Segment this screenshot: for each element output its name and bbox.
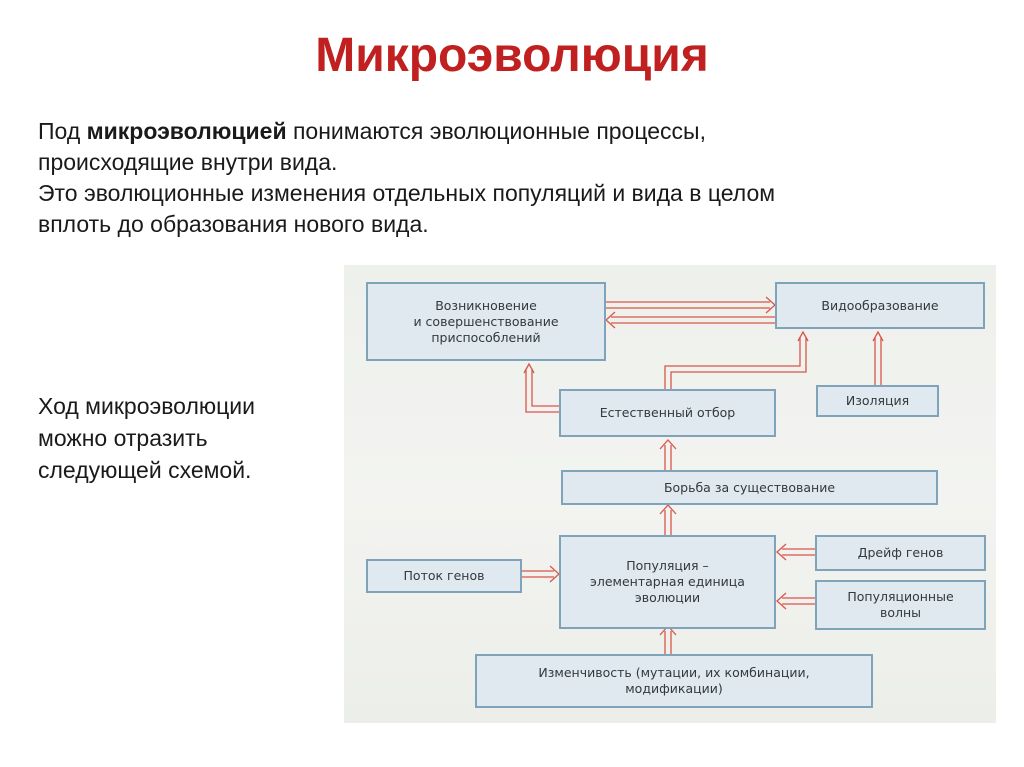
box-population-line-1: Популяция – bbox=[626, 558, 709, 573]
box-adaptation-line-3: приспособлений bbox=[431, 329, 541, 345]
arrow-isolation-speciation bbox=[872, 330, 884, 385]
arrow-adaptation-speciation bbox=[606, 296, 776, 314]
box-variation-line-2: модификации) bbox=[625, 681, 723, 696]
arrow-selection-adaptation bbox=[523, 362, 559, 413]
box-variation-line-1: Изменчивость (мутации, их комбинации, bbox=[538, 665, 810, 680]
intro-text: Под микроэволюцией понимаются эволюционн… bbox=[38, 116, 998, 240]
arrow-struggle-selection bbox=[659, 439, 677, 470]
box-struggle-label: Борьба за существование bbox=[663, 479, 836, 495]
arrow-geneflow-population bbox=[522, 565, 560, 583]
box-waves-line-1: Популяционные bbox=[847, 589, 954, 604]
box-gene-flow-label: Поток генов bbox=[403, 568, 485, 583]
intro-line-1-start: Под bbox=[38, 118, 87, 144]
box-isolation: Изоляция bbox=[816, 385, 939, 417]
intro-line-1: Под микроэволюцией понимаются эволюционн… bbox=[38, 116, 998, 147]
box-population-line-2: элементарная единица bbox=[590, 574, 745, 589]
box-selection: Естественный отбор bbox=[559, 389, 776, 437]
box-speciation: Видообразование bbox=[775, 282, 985, 329]
box-waves: Популяционные волны bbox=[815, 580, 986, 630]
intro-term: микроэволюцией bbox=[86, 118, 287, 144]
box-adaptation-line-1: Возникновение bbox=[435, 297, 537, 313]
diagram-caption: Ход микроэволюции можно отразить следующ… bbox=[38, 390, 338, 486]
box-adaptation: Возникновение и совершенствование приспо… bbox=[366, 282, 606, 361]
box-waves-line-2: волны bbox=[879, 605, 922, 620]
intro-line-4: вплоть до образования нового вида. bbox=[38, 211, 429, 237]
box-population: Популяция – элементарная единица эволюци… bbox=[559, 535, 776, 629]
box-gene-flow: Поток генов bbox=[366, 559, 522, 593]
caption-line-1: Ход микроэволюции bbox=[38, 393, 256, 419]
box-drift-label: Дрейф генов bbox=[857, 545, 944, 560]
intro-line-2: происходящие внутри вида. bbox=[38, 149, 338, 175]
arrow-variation-population bbox=[659, 625, 677, 654]
box-variation: Изменчивость (мутации, их комбинации, мо… bbox=[475, 654, 873, 708]
intro-line-1-end: понимаются эволюционные процессы, bbox=[286, 118, 706, 144]
intro-line-3: Это эволюционные изменения отдельных поп… bbox=[38, 180, 776, 206]
box-drift: Дрейф генов bbox=[815, 535, 986, 571]
slide-title: Микроэволюция bbox=[315, 29, 709, 82]
diagram-arrows bbox=[522, 296, 884, 654]
arrow-population-struggle bbox=[659, 504, 677, 535]
box-selection-label: Естественный отбор bbox=[599, 405, 736, 420]
caption-line-2: можно отразить bbox=[38, 425, 208, 451]
diagram-panel: Возникновение и совершенствование приспо… bbox=[344, 265, 996, 723]
box-isolation-label: Изоляция bbox=[845, 393, 910, 408]
caption-line-3: следующей схемой. bbox=[38, 457, 252, 483]
arrow-selection-speciation bbox=[664, 330, 809, 389]
arrow-drift-population bbox=[776, 543, 815, 561]
box-population-line-3: эволюции bbox=[634, 590, 701, 605]
arrow-waves-population bbox=[776, 592, 815, 610]
box-adaptation-line-2: и совершенствование bbox=[413, 313, 559, 329]
arrow-speciation-adaptation bbox=[605, 311, 775, 329]
box-speciation-label: Видообразование bbox=[821, 297, 939, 313]
box-struggle: Борьба за существование bbox=[561, 470, 938, 505]
